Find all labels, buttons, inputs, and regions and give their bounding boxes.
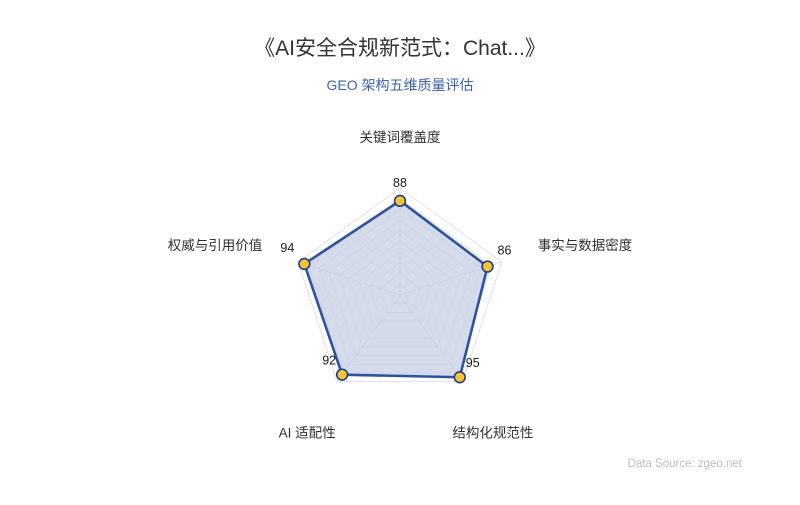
data-source-label: Data Source: zgeo.net [628,458,743,470]
radar-series [303,199,489,379]
data-point-value-label: 88 [393,176,407,190]
radar-axis-label: AI 适配性 [279,426,336,441]
data-point-value-label: 94 [280,241,294,255]
radar-axis-label: 关键词覆盖度 [360,130,441,145]
data-point-value-label: 92 [322,354,336,368]
data-point-marker[interactable] [298,257,311,271]
data-point-marker[interactable] [393,194,407,208]
radar-axis-label: 权威与引用价值 [168,237,263,253]
radar-series-polygon [303,199,489,379]
chart-subtitle: GEO 架构五维质量评估 [326,77,473,93]
radar-markers [298,194,494,384]
data-point-marker[interactable] [335,368,349,381]
grid-ring [297,187,503,383]
radar-axis-label: 结构化规范性 [452,426,533,441]
chart-title: 《AI安全合规新范式：Chat...》 [254,37,546,60]
data-point-marker[interactable] [453,371,466,384]
radar-value-labels: 88 86 95 92 94 [280,176,511,370]
radar-axis-label: 事实与数据密度 [538,237,633,253]
data-point-value-label: 86 [498,244,512,258]
data-point-marker[interactable] [481,260,494,273]
data-point-value-label: 95 [466,356,480,370]
